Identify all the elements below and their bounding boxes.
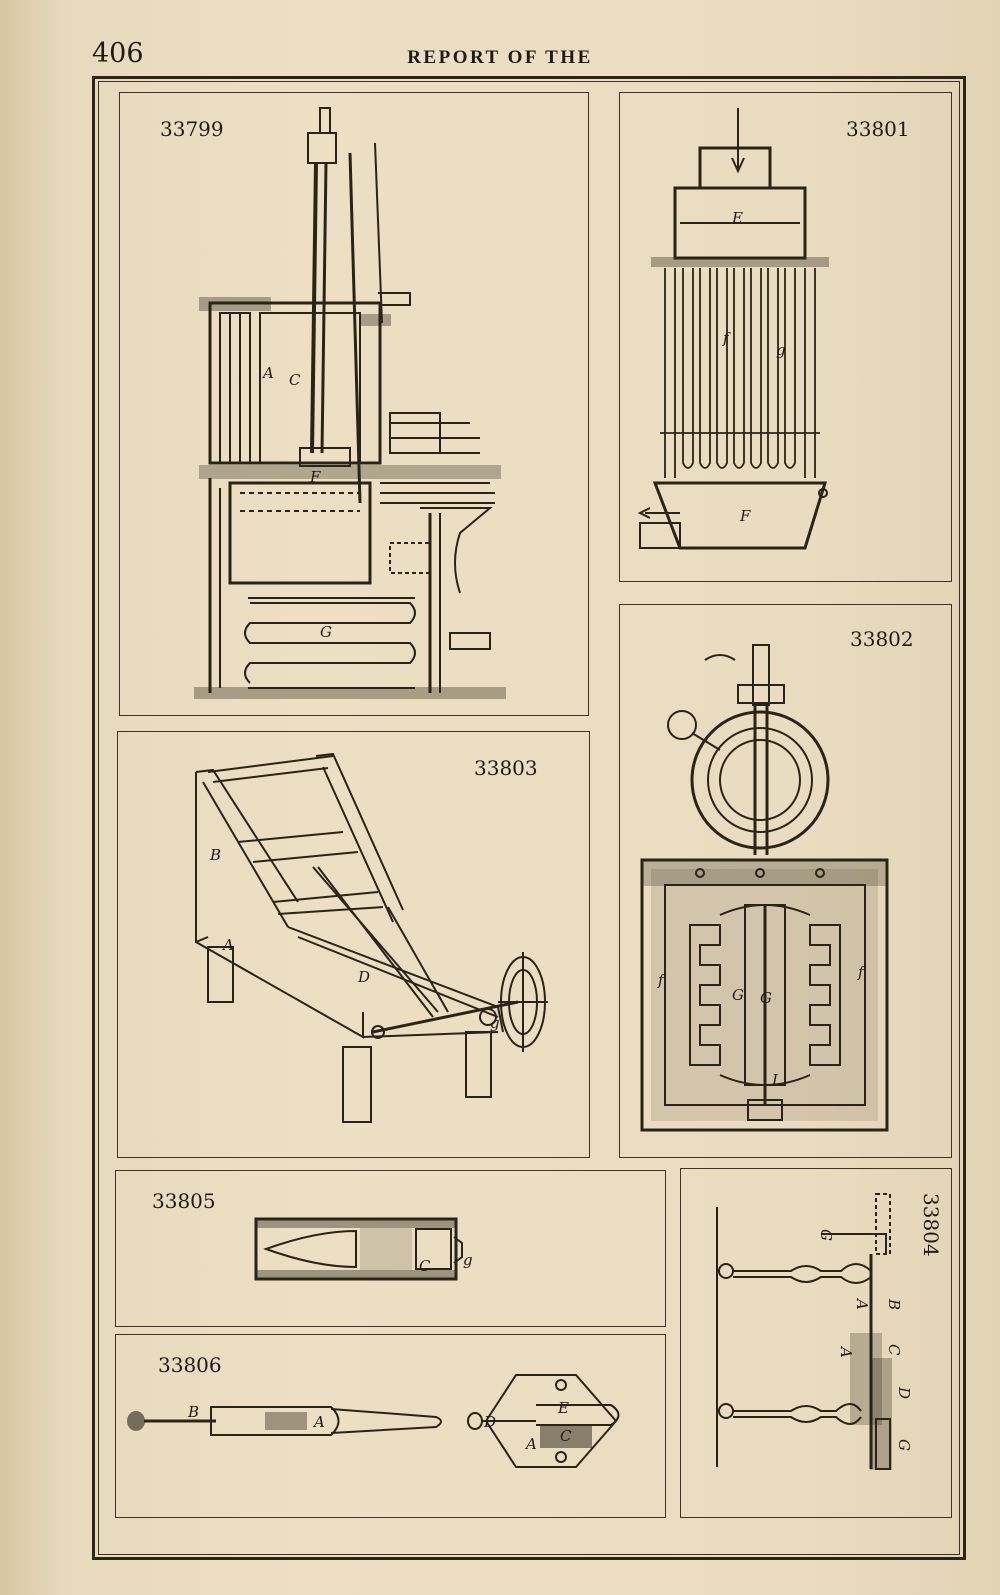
- label-G: G: [320, 623, 332, 641]
- label-E: E: [731, 209, 743, 227]
- label-g: g: [463, 1251, 473, 1269]
- figure-33806-panel: 33806 B A D E A C: [115, 1334, 666, 1518]
- label-C: C: [885, 1344, 903, 1356]
- figure-33803-illustration: B A D g: [195, 752, 548, 1123]
- label-G-left: G: [732, 986, 744, 1004]
- label-G-right: G: [760, 989, 772, 1007]
- label-g: g: [776, 341, 786, 359]
- figure-33805-illustration: C g: [254, 1217, 473, 1281]
- figure-33801-panel: 33801: [619, 92, 952, 582]
- label-C: C: [419, 1257, 431, 1275]
- label-A-upper: A: [853, 1297, 871, 1310]
- label-F: F: [309, 468, 321, 486]
- patent-number: 33803: [474, 756, 538, 780]
- label-B: B: [209, 846, 221, 864]
- figure-33805-panel: 33805 C g: [115, 1170, 666, 1327]
- page-header: 406 REPORT OF THE: [0, 38, 1000, 78]
- label-E: E: [557, 1399, 569, 1417]
- plate-border: [92, 76, 966, 1560]
- label-I: I: [771, 1071, 779, 1089]
- plate-inner-border: [98, 81, 960, 1555]
- label-F: F: [739, 507, 751, 525]
- running-head: REPORT OF THE: [407, 47, 593, 68]
- page-number: 406: [92, 38, 144, 69]
- figure-33802-illustration: f f G G I: [640, 644, 889, 1132]
- figure-33802-panel: 33802: [619, 604, 952, 1158]
- patent-number: 33802: [850, 627, 914, 651]
- label-G-top: G: [817, 1229, 835, 1241]
- figure-33804-panel: 33804 G B A C A D G: [680, 1168, 952, 1518]
- label-A-2: A: [524, 1435, 537, 1453]
- label-C: C: [289, 371, 301, 389]
- label-A: A: [261, 364, 274, 382]
- label-f-right: f: [857, 963, 866, 981]
- figure-33803-panel: 33803: [117, 731, 590, 1158]
- patent-number: 33806: [158, 1353, 222, 1377]
- label-D: D: [483, 1413, 496, 1431]
- patent-number: 33805: [152, 1189, 216, 1213]
- label-g: g: [490, 1014, 500, 1032]
- label-D: D: [357, 968, 370, 986]
- figure-33806-illustration: B A D E A C: [127, 1374, 620, 1468]
- label-A: A: [221, 936, 234, 954]
- figure-33801-illustration: E f g F: [637, 108, 829, 550]
- patent-number: 33799: [160, 117, 224, 141]
- label-f: f: [722, 329, 731, 347]
- patent-number: 33801: [846, 117, 910, 141]
- label-A-lower: A: [837, 1345, 855, 1358]
- label-G-bottom: G: [895, 1439, 913, 1451]
- label-B: B: [187, 1403, 199, 1421]
- label-f-left: f: [657, 971, 666, 989]
- figure-33799-illustration: A C F G: [194, 107, 506, 699]
- figure-33799-panel: 33799: [119, 92, 589, 716]
- label-B: B: [885, 1298, 903, 1310]
- label-C: C: [560, 1427, 572, 1445]
- label-D: D: [895, 1386, 913, 1399]
- figure-33804-illustration: G B A C A D G: [716, 1193, 913, 1470]
- label-A: A: [312, 1413, 325, 1431]
